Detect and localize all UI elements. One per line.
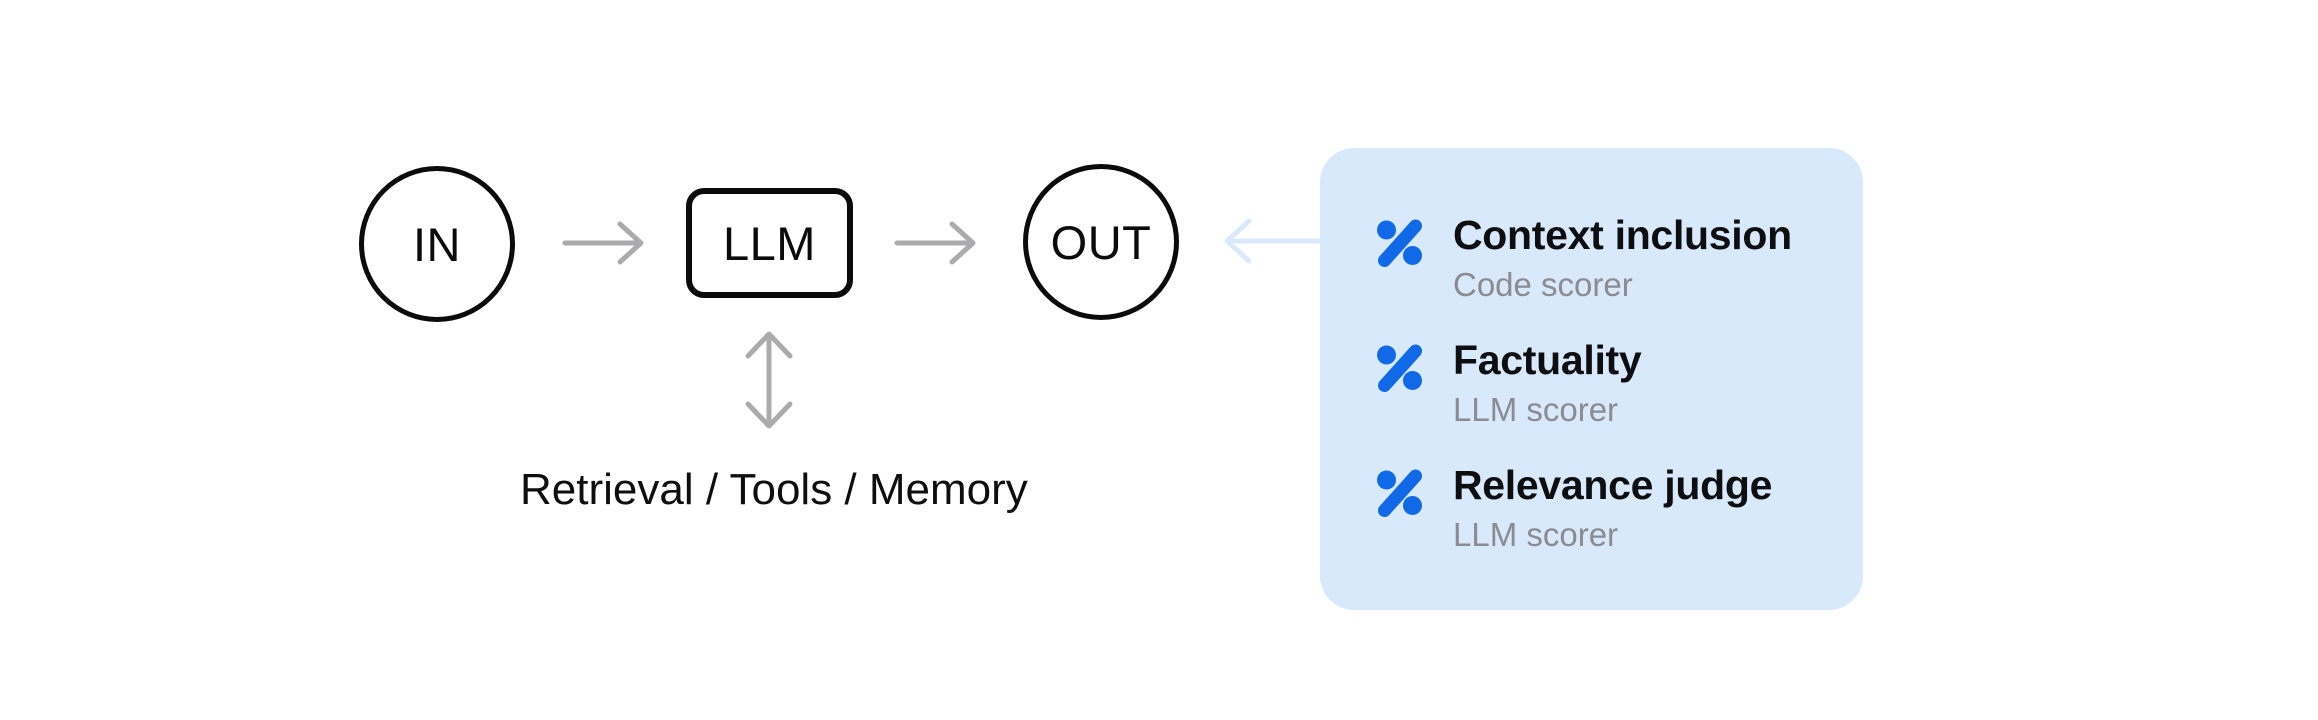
out-node-label: OUT: [1050, 215, 1152, 269]
scorer-title: Relevance judge: [1453, 462, 1773, 509]
arrow-right-icon: [562, 221, 644, 265]
scorer-text: Context inclusion Code scorer: [1453, 212, 1792, 304]
arrow-right-icon: [894, 221, 976, 265]
scorer-item: Relevance judge LLM scorer: [1376, 462, 1823, 554]
percent-scorer-icon: [1377, 469, 1422, 518]
arrow-up-down-icon: [745, 331, 793, 429]
out-node: OUT: [1023, 164, 1179, 320]
scorer-text: Factuality LLM scorer: [1453, 337, 1642, 429]
scorer-subtitle: LLM scorer: [1453, 516, 1619, 554]
scorer-subtitle: Code scorer: [1453, 266, 1633, 304]
scorer-item: Context inclusion Code scorer: [1376, 212, 1823, 304]
percent-scorer-icon: [1377, 219, 1422, 267]
in-node: IN: [359, 166, 515, 322]
scorer-subtitle: LLM scorer: [1453, 391, 1619, 429]
retrieval-tools-memory-label: Retrieval / Tools / Memory: [520, 465, 1028, 514]
scorer-item: Factuality LLM scorer: [1376, 337, 1823, 429]
arrow-left-icon: [1224, 218, 1320, 264]
scorers-panel: Context inclusion Code scorer Factuality…: [1320, 148, 1863, 610]
in-node-label: IN: [413, 217, 461, 271]
llm-node-label: LLM: [723, 216, 816, 270]
scorer-text: Relevance judge LLM scorer: [1453, 462, 1772, 554]
scorer-title: Factuality: [1453, 337, 1642, 384]
percent-scorer-icon: [1377, 344, 1422, 393]
llm-node: LLM: [686, 188, 853, 298]
scorer-title: Context inclusion: [1453, 212, 1792, 258]
